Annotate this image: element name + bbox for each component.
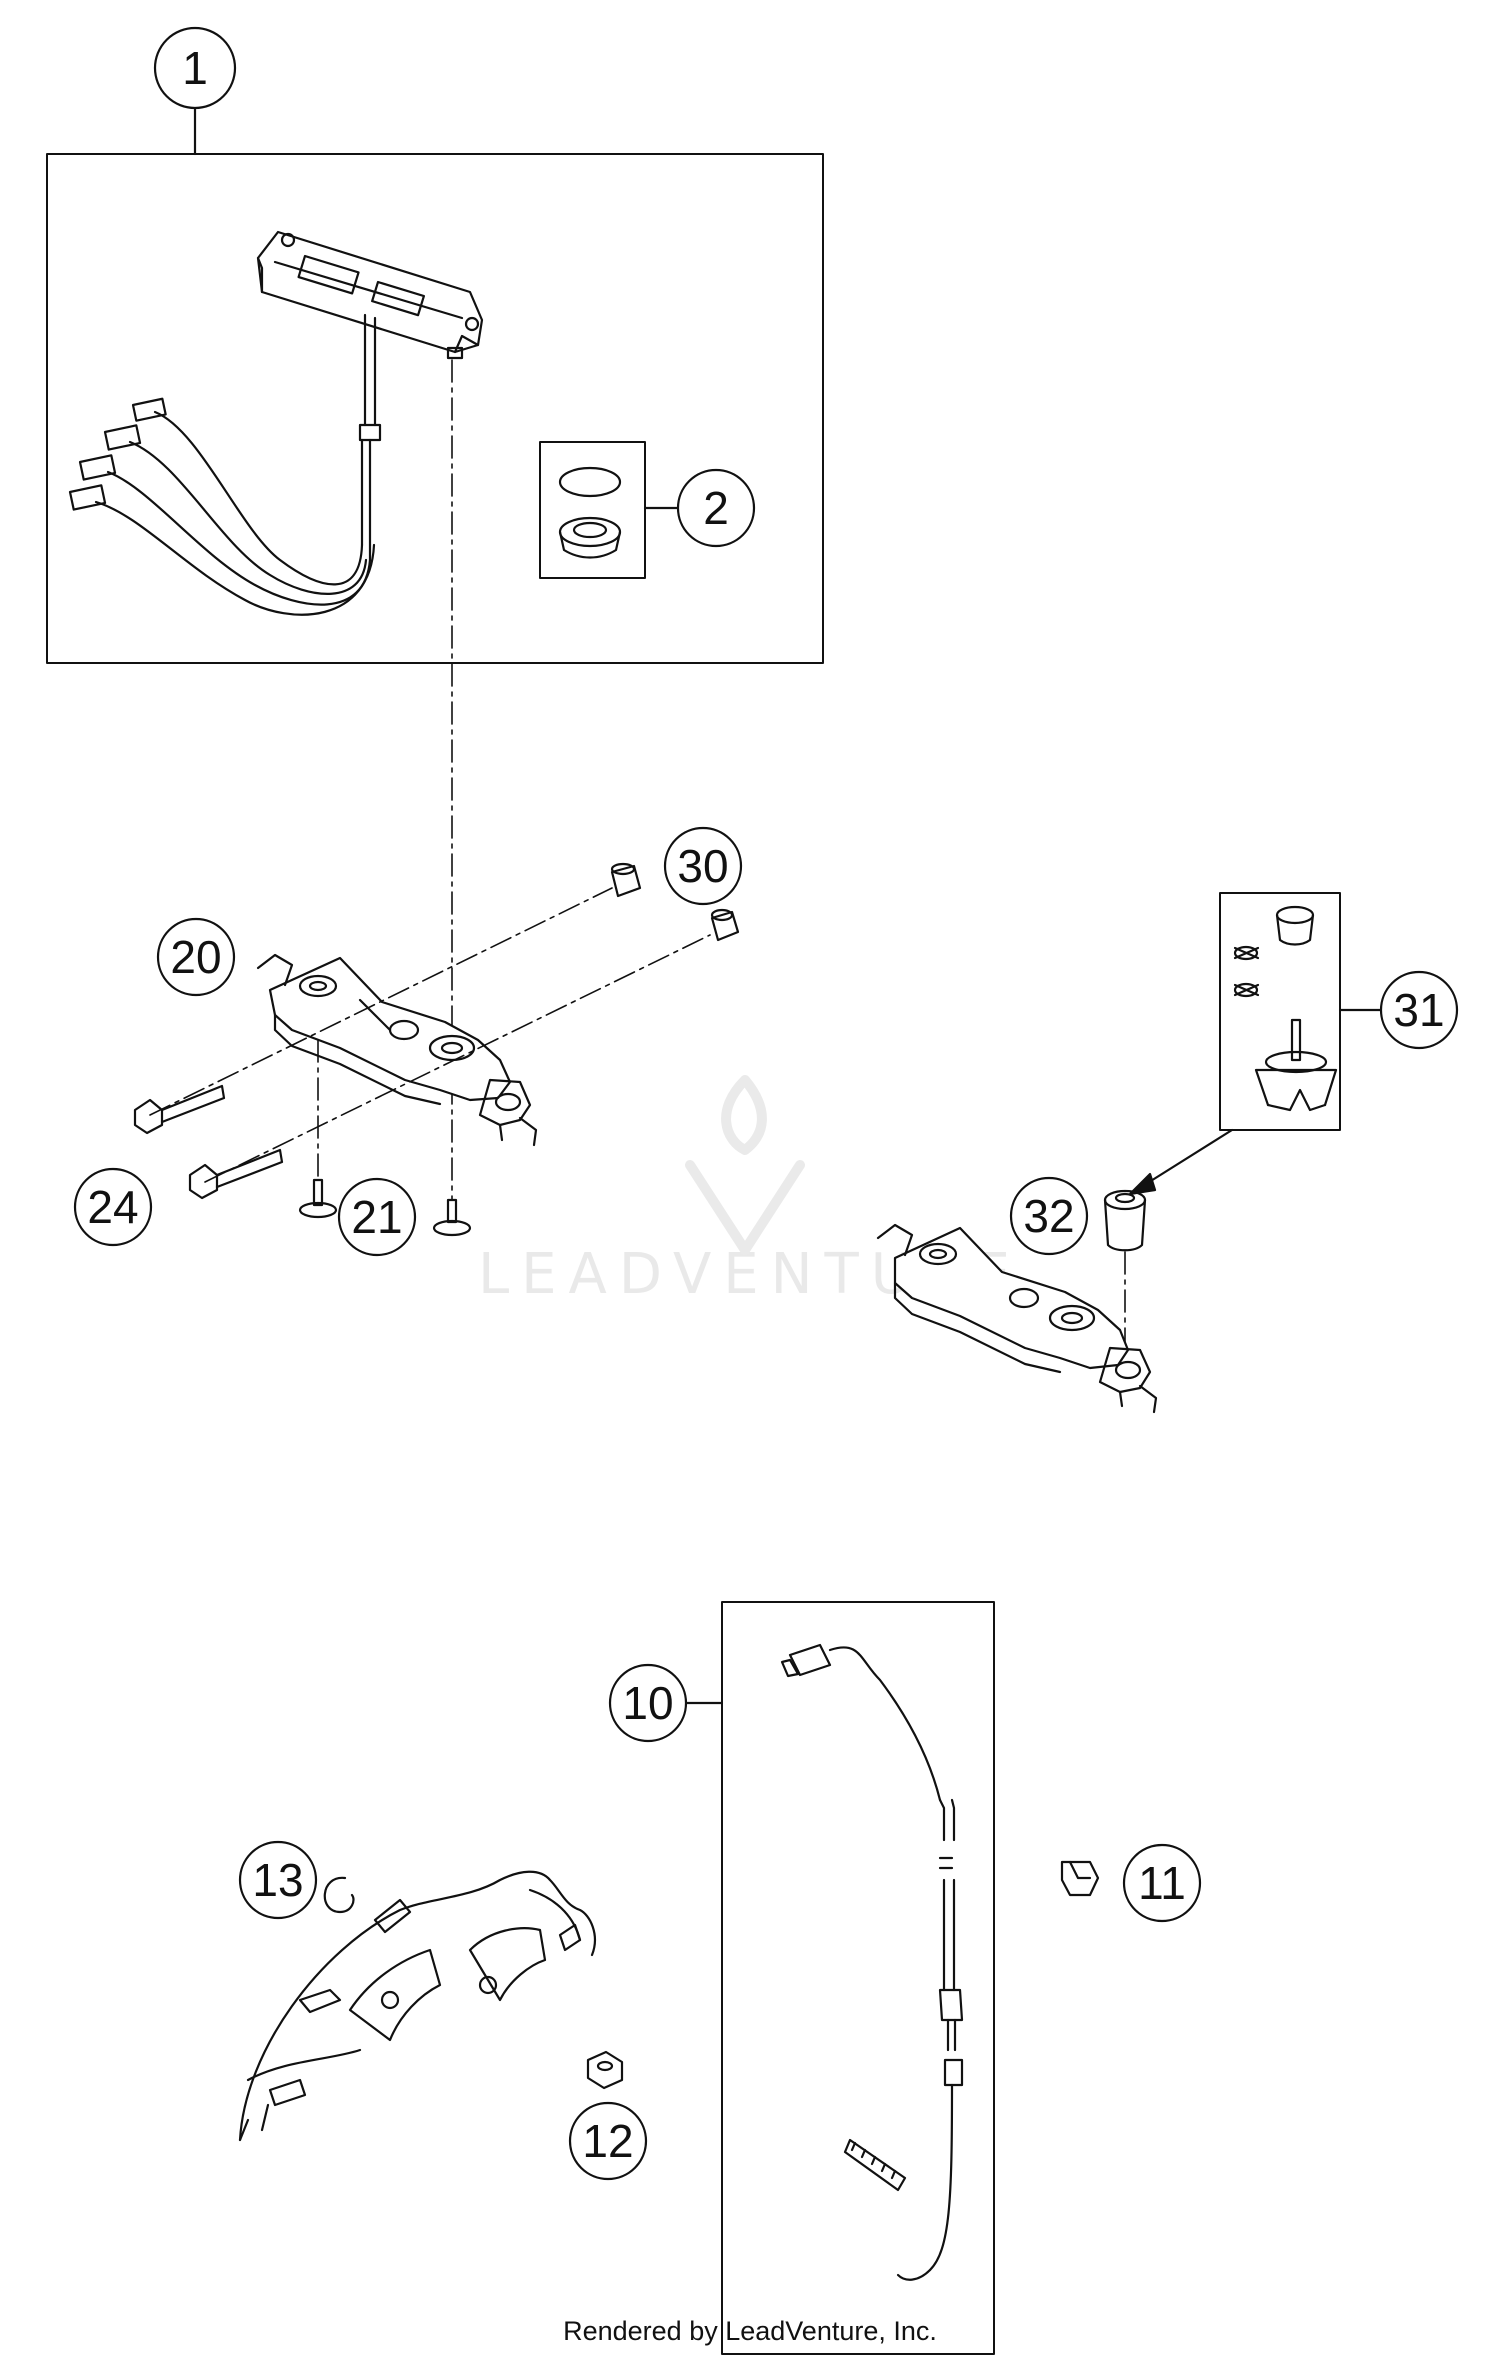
callout-24 (73, 1167, 153, 1247)
callout-1-label: 1 (182, 42, 208, 94)
callout-12 (568, 2101, 648, 2181)
arrow-31-to-32 (1144, 1128, 1234, 1186)
callout-13 (238, 1840, 318, 1920)
callout-32-label: 32 (1023, 1190, 1074, 1242)
callout-2 (676, 468, 756, 548)
callout-11-label: 11 (1138, 1857, 1186, 1909)
box-31 (1219, 892, 1341, 1131)
callout-31-label: 31 (1393, 984, 1444, 1036)
alignment-line-bolt-lower (204, 934, 711, 1183)
bolt-upper (133, 1084, 226, 1135)
screw-right (432, 1198, 472, 1237)
rivet-cap (1275, 905, 1315, 946)
callout-10 (608, 1663, 688, 1743)
watermark-logo (685, 1075, 805, 1255)
callout-21-label: 21 (351, 1191, 402, 1243)
callout-24-label: 24 (87, 1181, 138, 1233)
speedometer-unit (256, 230, 484, 562)
callout-13-label: 13 (252, 1854, 303, 1906)
bolt-lower (188, 1148, 284, 1200)
box-10 (721, 1601, 995, 2355)
o-ring (558, 466, 622, 498)
callout-1 (153, 26, 237, 110)
brake-disc (238, 1870, 597, 2142)
arrow-head (1128, 1172, 1157, 1196)
bushing-lower (710, 908, 740, 942)
screw-left (298, 1178, 338, 1219)
bushing-upper (610, 862, 642, 898)
bracket-right (876, 1223, 1158, 1414)
callout-30-label: 30 (677, 840, 728, 892)
alignment-line-bolt-upper (149, 887, 613, 1116)
spring-washers (1233, 945, 1260, 998)
wiring-harness (68, 397, 376, 616)
bracket-left (256, 953, 538, 1147)
callout-20-label: 20 (170, 931, 221, 983)
callout-32 (1009, 1176, 1089, 1256)
callout-12-label: 12 (582, 2115, 633, 2167)
speed-sensor-cable (780, 1643, 964, 2281)
rubber-grommet (558, 516, 622, 559)
pivot-bushing (1103, 1189, 1147, 1252)
callout-20 (156, 917, 236, 997)
box-1 (46, 153, 824, 664)
callout-2-label: 2 (703, 482, 729, 534)
callout-10-label: 10 (622, 1677, 673, 1729)
cable-clip (1060, 1860, 1100, 1897)
hex-nut (586, 2050, 624, 2090)
pivot-pin-base (1254, 1018, 1338, 1112)
circlip (323, 1876, 355, 1914)
box-2 (539, 441, 646, 579)
callout-21 (337, 1177, 417, 1257)
callout-31 (1379, 970, 1459, 1050)
callout-30 (663, 826, 743, 906)
callout-11 (1122, 1843, 1202, 1923)
footer-credit: Rendered by LeadVenture, Inc. (563, 2316, 937, 2346)
